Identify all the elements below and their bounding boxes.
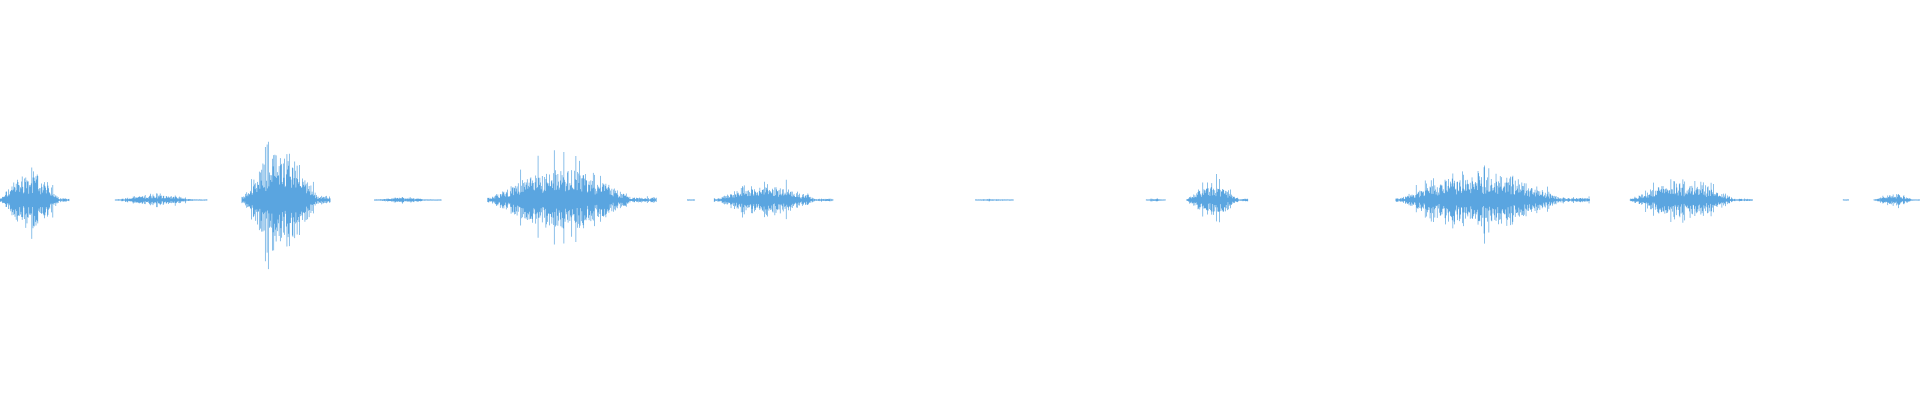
waveform-segment <box>1842 199 1849 201</box>
waveform-segment <box>0 167 70 239</box>
waveform-segment <box>487 150 657 245</box>
waveform-segment <box>687 199 696 201</box>
waveform-segment <box>1873 194 1920 209</box>
waveform-segment <box>1395 165 1590 244</box>
waveform-segment <box>1145 198 1166 202</box>
waveform-segment <box>241 141 331 270</box>
waveform-segment <box>1629 179 1753 223</box>
waveform-segment <box>975 198 1014 202</box>
waveform-segment <box>114 193 208 208</box>
waveform-segment <box>713 179 834 220</box>
waveform-segment <box>1186 174 1249 223</box>
waveform-segments <box>0 141 1920 270</box>
waveform-segment <box>374 196 442 204</box>
